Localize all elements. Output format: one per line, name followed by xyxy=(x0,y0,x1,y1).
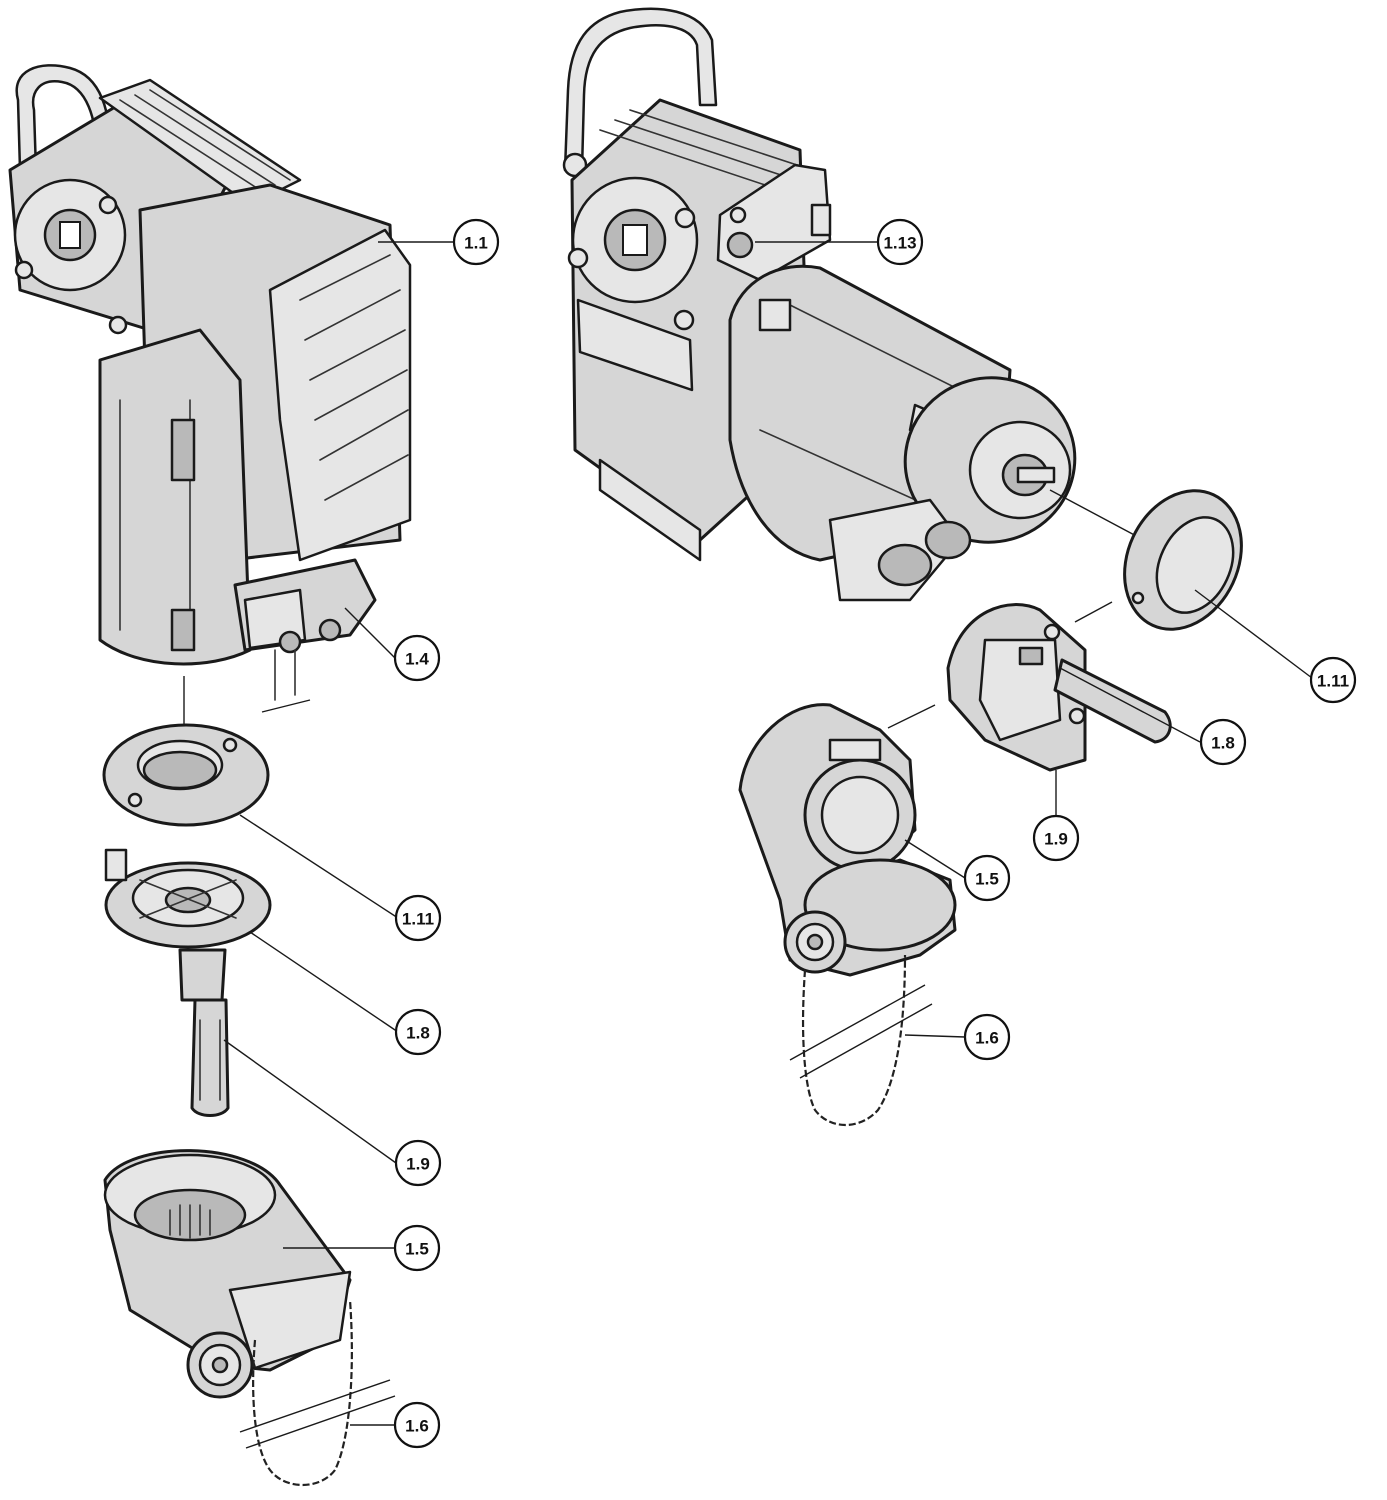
left-motor-unit xyxy=(8,64,412,713)
right-motor-unit xyxy=(562,7,1077,602)
left-assembly xyxy=(8,64,455,1487)
svg-text:1.8: 1.8 xyxy=(406,1024,430,1043)
right-crank-plate xyxy=(946,601,1172,772)
left-crank-plate xyxy=(104,848,272,949)
svg-text:1.11: 1.11 xyxy=(1317,672,1349,691)
callout-right-1-8: 1.8 xyxy=(1199,718,1247,766)
svg-text:1.5: 1.5 xyxy=(975,870,999,889)
callout-left-1-9: 1.9 xyxy=(394,1139,442,1187)
callout-left-1-6: 1.6 xyxy=(393,1401,441,1449)
callout-left-1-5: 1.5 xyxy=(393,1224,441,1272)
svg-text:1.11: 1.11 xyxy=(402,910,434,929)
svg-text:1.9: 1.9 xyxy=(406,1155,430,1174)
callout-right-1-13: 1.13 xyxy=(876,218,924,266)
callout-left-1-4: 1.4 xyxy=(393,634,441,682)
right-chain-housing xyxy=(738,703,957,977)
callout-badges: 1.1 1.4 1.11 1.8 1.9 1.5 1.6 1.13 xyxy=(393,218,1357,1449)
callout-left-1-1: 1.1 xyxy=(452,218,500,266)
svg-text:1.8: 1.8 xyxy=(1211,734,1235,753)
left-chain-housing xyxy=(103,1149,352,1399)
left-hand-chain xyxy=(239,1299,396,1487)
callout-left-1-11: 1.11 xyxy=(394,894,442,942)
left-leader-lines xyxy=(223,241,455,1426)
svg-text:1.6: 1.6 xyxy=(975,1029,999,1048)
svg-text:1.4: 1.4 xyxy=(405,650,429,669)
callout-right-1-6: 1.6 xyxy=(963,1013,1011,1061)
callout-right-1-9: 1.9 xyxy=(1032,814,1080,862)
right-cover-cap xyxy=(1049,489,1243,631)
svg-text:1.9: 1.9 xyxy=(1044,830,1068,849)
left-hand-crank xyxy=(178,948,230,1117)
right-assembly xyxy=(562,7,1313,1127)
svg-text:1.5: 1.5 xyxy=(405,1240,429,1259)
callout-left-1-8: 1.8 xyxy=(394,1008,442,1056)
right-leader-lines xyxy=(755,241,1313,1038)
callout-right-1-11: 1.11 xyxy=(1309,656,1357,704)
svg-text:1.13: 1.13 xyxy=(883,234,916,253)
right-hand-chain xyxy=(789,954,933,1127)
svg-text:1.1: 1.1 xyxy=(464,234,488,253)
left-cover-cap xyxy=(102,676,270,827)
callout-right-1-5: 1.5 xyxy=(963,854,1011,902)
svg-text:1.6: 1.6 xyxy=(405,1417,429,1436)
